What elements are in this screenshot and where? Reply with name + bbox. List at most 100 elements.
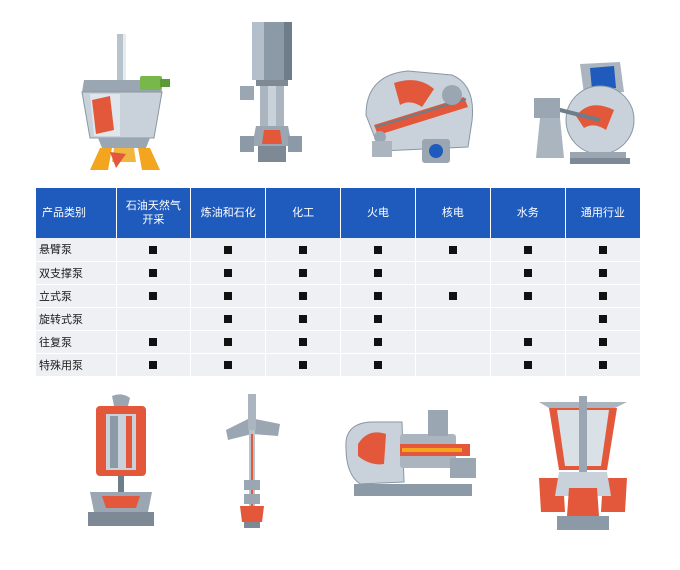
filled-square-mark xyxy=(299,292,308,300)
filled-square-mark xyxy=(448,245,457,254)
row-label: 立式泵 xyxy=(36,284,116,308)
row-label: 旋转式泵 xyxy=(36,307,116,331)
table-cell xyxy=(414,284,491,308)
table-cell xyxy=(489,261,566,285)
table-cell xyxy=(489,238,566,262)
filled-square-mark xyxy=(523,269,532,277)
table-row: 特殊用泵 xyxy=(36,353,641,377)
vertical-mixer-pump-illustration xyxy=(70,30,180,175)
header-product-category: 产品类别 xyxy=(36,188,116,238)
filled-square-mark xyxy=(299,269,308,277)
table-cell xyxy=(115,330,191,354)
filled-square-mark xyxy=(224,269,233,277)
horizontal-process-pump-illustration xyxy=(340,404,480,504)
table-row: 往复泵 xyxy=(36,330,641,354)
filled-square-mark xyxy=(374,292,382,300)
table-header-row: 产品类别 石油天然气 开采 炼油和石化 化工 火电 核电 水务 通用行业 xyxy=(36,188,641,238)
header-nuclear-power: 核电 xyxy=(414,188,491,238)
filled-square-mark xyxy=(224,292,233,300)
table-cell xyxy=(115,307,191,331)
filled-square-mark xyxy=(374,361,382,369)
table-cell xyxy=(564,261,641,285)
table-cell xyxy=(190,330,266,354)
filled-square-mark xyxy=(523,361,532,369)
table-cell xyxy=(414,261,491,285)
table-cell xyxy=(115,238,191,262)
filled-square-mark xyxy=(299,338,308,346)
table-cell xyxy=(340,284,416,308)
filled-square-mark xyxy=(149,292,158,300)
table-row: 悬臂泵 xyxy=(36,238,641,262)
filled-square-mark xyxy=(598,292,607,300)
filled-square-mark xyxy=(299,315,308,323)
table-cell xyxy=(190,353,266,377)
filled-square-mark xyxy=(299,361,308,369)
filled-square-mark xyxy=(598,315,607,323)
table-cell xyxy=(115,284,191,308)
header-chemical: 化工 xyxy=(265,188,341,238)
header-water: 水务 xyxy=(489,188,566,238)
header-refining-petrochemical: 炼油和石化 xyxy=(190,188,266,238)
filled-square-mark xyxy=(523,292,532,300)
filled-square-mark xyxy=(224,315,233,323)
submersible-pump-illustration xyxy=(82,392,160,532)
table-row: 旋转式泵 xyxy=(36,307,641,331)
table-cell xyxy=(489,307,566,331)
canned-vertical-pump-illustration xyxy=(535,392,631,537)
table-cell xyxy=(340,353,416,377)
table-cell xyxy=(489,284,566,308)
table-cell xyxy=(489,353,566,377)
filled-square-mark xyxy=(598,338,607,346)
end-suction-pump-illustration xyxy=(530,58,640,173)
table-cell xyxy=(265,330,341,354)
row-label: 特殊用泵 xyxy=(36,353,116,377)
table-cell xyxy=(340,238,416,262)
table-cell xyxy=(190,307,266,331)
filled-square-mark xyxy=(149,245,158,254)
table-cell xyxy=(265,284,341,308)
table-cell xyxy=(564,307,641,331)
table-cell xyxy=(489,330,566,354)
filled-square-mark xyxy=(598,361,607,369)
table-cell xyxy=(190,238,266,262)
filled-square-mark xyxy=(374,315,382,323)
row-label: 悬臂泵 xyxy=(36,238,116,262)
filled-square-mark xyxy=(224,245,233,254)
filled-square-mark xyxy=(299,245,308,254)
table-cell xyxy=(564,284,641,308)
table-cell xyxy=(564,330,641,354)
table-cell xyxy=(564,238,641,262)
filled-square-mark xyxy=(224,338,233,346)
vertical-turbine-pump-illustration xyxy=(222,390,284,530)
table-cell xyxy=(190,284,266,308)
filled-square-mark xyxy=(523,338,532,346)
filled-square-mark xyxy=(149,361,158,369)
table-cell xyxy=(265,261,341,285)
filled-square-mark xyxy=(149,269,158,277)
header-general-industry: 通用行业 xyxy=(564,188,641,238)
filled-square-mark xyxy=(224,361,233,369)
table-cell xyxy=(265,238,341,262)
row-label: 往复泵 xyxy=(36,330,116,354)
table-cell xyxy=(414,353,491,377)
table-cell xyxy=(340,307,416,331)
table-cell xyxy=(265,353,341,377)
filled-square-mark xyxy=(149,338,158,346)
table-cell xyxy=(340,330,416,354)
product-industry-table: 产品类别 石油天然气 开采 炼油和石化 化工 火电 核电 水务 通用行业 悬臂泵… xyxy=(36,188,641,377)
filled-square-mark xyxy=(598,269,607,277)
filled-square-mark xyxy=(374,338,382,346)
filled-square-mark xyxy=(448,292,457,300)
inline-vertical-pump-illustration xyxy=(230,18,310,178)
filled-square-mark xyxy=(374,269,382,277)
table-row: 双支撑泵 xyxy=(36,261,641,285)
split-case-pump-illustration xyxy=(360,55,480,170)
table-cell xyxy=(414,238,491,262)
table-cell xyxy=(115,261,191,285)
table-cell xyxy=(414,330,491,354)
table-cell xyxy=(265,307,341,331)
table-cell xyxy=(340,261,416,285)
row-label: 双支撑泵 xyxy=(36,261,116,285)
table-cell xyxy=(414,307,491,331)
header-oil-gas: 石油天然气 开采 xyxy=(115,188,191,238)
